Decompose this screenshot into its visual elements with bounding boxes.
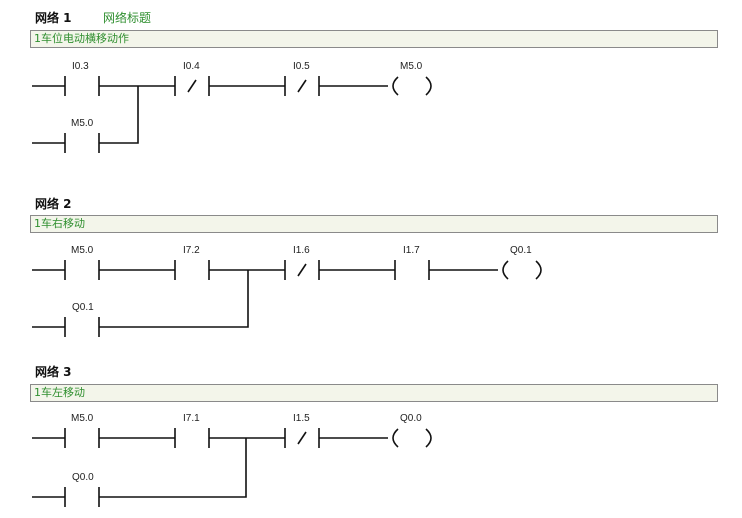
network-1-title[interactable]: 网络标题 xyxy=(103,11,152,25)
coil-q0-0[interactable]: Q0.0 xyxy=(392,413,432,448)
network-3-header[interactable]: 网络 3 xyxy=(35,365,72,379)
contact-nc-i0-5[interactable]: I0.5 xyxy=(284,61,320,96)
network-2-rung[interactable]: M5.0 I7.2 I1.6 I1.7 Q0.1 Q0.1 xyxy=(0,240,742,340)
contact-label: I1.7 xyxy=(403,245,420,256)
contact-label: I7.2 xyxy=(183,245,200,256)
contact-no-q0-0[interactable]: Q0.0 xyxy=(64,472,100,507)
network-1-rung[interactable]: I0.3 I0.4 I0.5 M5.0 M5.0 xyxy=(0,55,742,155)
contact-no-i7-2[interactable]: I7.2 xyxy=(174,245,210,280)
branch-wire xyxy=(99,86,139,144)
coil-label: Q0.0 xyxy=(400,413,422,424)
coil-m5-0[interactable]: M5.0 xyxy=(392,61,432,96)
branch-wire xyxy=(99,270,249,328)
contact-nc-i0-4[interactable]: I0.4 xyxy=(174,61,210,96)
coil-label: M5.0 xyxy=(400,61,423,72)
coil-q0-1[interactable]: Q0.1 xyxy=(502,245,542,280)
branch-wire xyxy=(99,438,247,498)
contact-nc-i1-5[interactable]: I1.5 xyxy=(284,413,320,448)
network-1-header[interactable]: 网络 1 xyxy=(35,11,72,25)
contact-no-i0-3[interactable]: I0.3 xyxy=(64,61,100,96)
network-2-header[interactable]: 网络 2 xyxy=(35,197,72,211)
contact-no-m5-0[interactable]: M5.0 xyxy=(64,245,100,280)
network-3-rung[interactable]: M5.0 I7.1 I1.5 Q0.0 Q0.0 xyxy=(0,408,742,513)
contact-no-m5-0[interactable]: M5.0 xyxy=(64,118,100,153)
contact-label: I1.6 xyxy=(293,245,310,256)
contact-label: I7.1 xyxy=(183,413,200,424)
contact-no-i1-7[interactable]: I1.7 xyxy=(394,245,430,280)
contact-label: I0.5 xyxy=(293,61,310,72)
contact-label: Q0.0 xyxy=(72,472,94,483)
contact-no-q0-1[interactable]: Q0.1 xyxy=(64,302,100,337)
contact-label: M5.0 xyxy=(71,118,94,129)
contact-label: M5.0 xyxy=(71,245,94,256)
network-3-comment[interactable]: 1车左移动 xyxy=(30,384,718,402)
contact-no-m5-0[interactable]: M5.0 xyxy=(64,413,100,448)
contact-label: I1.5 xyxy=(293,413,310,424)
coil-label: Q0.1 xyxy=(510,245,532,256)
network-1-comment[interactable]: 1车位电动横移动作 xyxy=(30,30,718,48)
contact-label: I0.3 xyxy=(72,61,89,72)
contact-label: Q0.1 xyxy=(72,302,94,313)
contact-label: M5.0 xyxy=(71,413,94,424)
contact-no-i7-1[interactable]: I7.1 xyxy=(174,413,210,448)
network-2-comment[interactable]: 1车右移动 xyxy=(30,215,718,233)
contact-nc-i1-6[interactable]: I1.6 xyxy=(284,245,320,280)
contact-label: I0.4 xyxy=(183,61,200,72)
